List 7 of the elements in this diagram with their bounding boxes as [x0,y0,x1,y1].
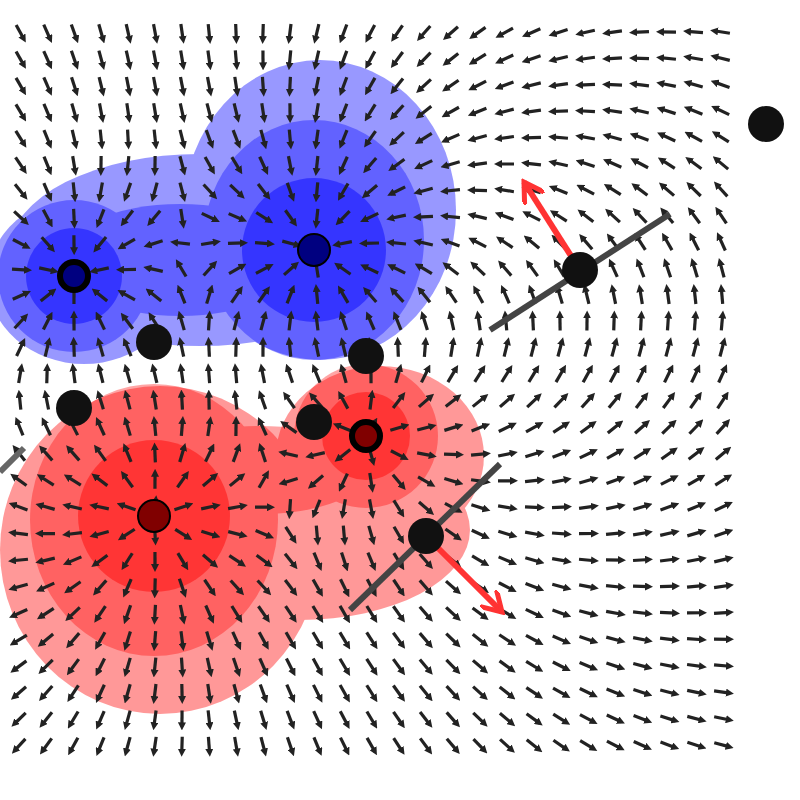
test-point [348,338,384,374]
test-point [408,518,444,554]
test-point [56,390,92,426]
test-point [562,252,598,288]
test-point [296,404,332,440]
test-point [748,106,784,142]
test-point [136,324,172,360]
